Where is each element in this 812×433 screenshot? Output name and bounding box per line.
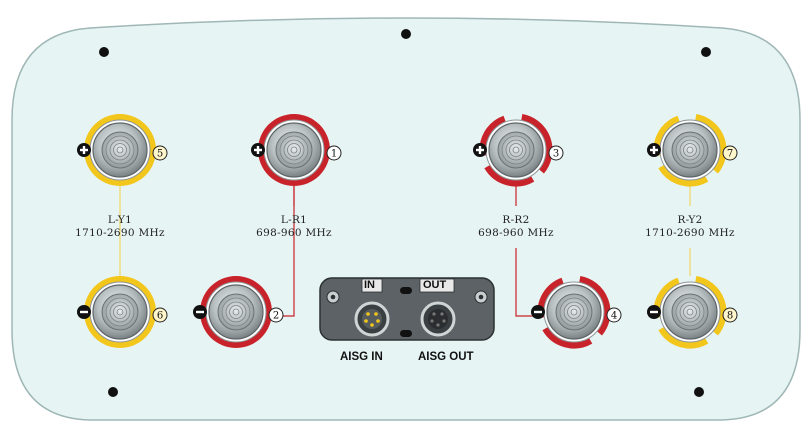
aisg-out-label: AISG OUT (418, 351, 474, 363)
port-number-text: 6 (157, 311, 163, 322)
port-number-text: 5 (157, 149, 163, 160)
band-label-r-y2: R-Y2 1710-2690 MHz (620, 214, 760, 240)
port-number-text: 4 (611, 311, 617, 322)
rf-port-1[interactable]: 1 (251, 114, 342, 186)
port-number-badge: 7 (722, 145, 738, 161)
port-number-badge: 4 (606, 307, 622, 323)
aisg-in-plate-label: IN (364, 279, 375, 291)
plus-icon (473, 143, 487, 157)
port-number-text: 2 (273, 311, 279, 322)
band-name-l-y1: L-Y1 (107, 214, 133, 226)
band-label-l-r1: L-R1 698-960 MHz (224, 214, 364, 240)
band-name-r-y2: R-Y2 (677, 214, 703, 226)
band-name-r-r2: R-R2 (502, 214, 530, 226)
minus-icon (77, 305, 91, 319)
mounting-hole-bottom-left (108, 387, 118, 397)
band-freq-l-y1: 1710-2690 MHz (75, 227, 165, 239)
mounting-hole-top-center (401, 29, 411, 39)
port-number-badge: 1 (326, 145, 342, 161)
plus-icon (77, 143, 91, 157)
port-number-text: 1 (331, 149, 337, 160)
band-label-l-y1: L-Y1 1710-2690 MHz (50, 214, 190, 240)
band-freq-r-y2: 1710-2690 MHz (645, 227, 735, 239)
rf-port-4[interactable]: 4 (531, 276, 622, 349)
rf-port-3[interactable]: 3 (473, 114, 564, 187)
plus-icon (647, 143, 661, 157)
minus-icon (647, 305, 661, 319)
port-number-badge: 8 (722, 307, 738, 323)
mounting-hole-top-left (99, 47, 109, 57)
rf-port-5[interactable]: 5 (77, 114, 168, 186)
plus-icon (251, 143, 265, 157)
band-freq-l-r1: 698-960 MHz (256, 227, 332, 239)
minus-icon (193, 305, 207, 319)
aisg-in-connector[interactable] (354, 301, 390, 337)
aisg-in-label: AISG IN (340, 351, 383, 363)
port-number-badge: 2 (268, 307, 284, 323)
rf-port-6[interactable]: 6 (77, 276, 168, 348)
band-label-r-r2: R-R2 698-960 MHz (446, 214, 586, 240)
aisg-out-plate-label: OUT (423, 279, 447, 291)
aisg-out-connector[interactable] (420, 301, 456, 337)
port-number-text: 3 (553, 149, 559, 160)
band-name-l-r1: L-R1 (280, 214, 308, 226)
minus-icon (531, 305, 545, 319)
port-number-badge: 3 (548, 145, 564, 161)
port-number-text: 8 (727, 311, 733, 322)
band-freq-r-r2: 698-960 MHz (478, 227, 554, 239)
port-number-badge: 5 (152, 145, 168, 161)
rf-port-7[interactable]: 7 (647, 114, 738, 187)
mounting-hole-bottom-right (694, 387, 704, 397)
mounting-hole-top-right (701, 47, 711, 57)
rf-port-2[interactable]: 2 (193, 276, 284, 348)
port-number-text: 7 (727, 149, 733, 160)
aisg-connector-plate (319, 277, 495, 341)
rf-port-8[interactable]: 8 (647, 276, 738, 349)
port-number-badge: 6 (152, 307, 168, 323)
rf-ports-layer: 5 1 3 7 6 2 4 8 (77, 114, 738, 349)
